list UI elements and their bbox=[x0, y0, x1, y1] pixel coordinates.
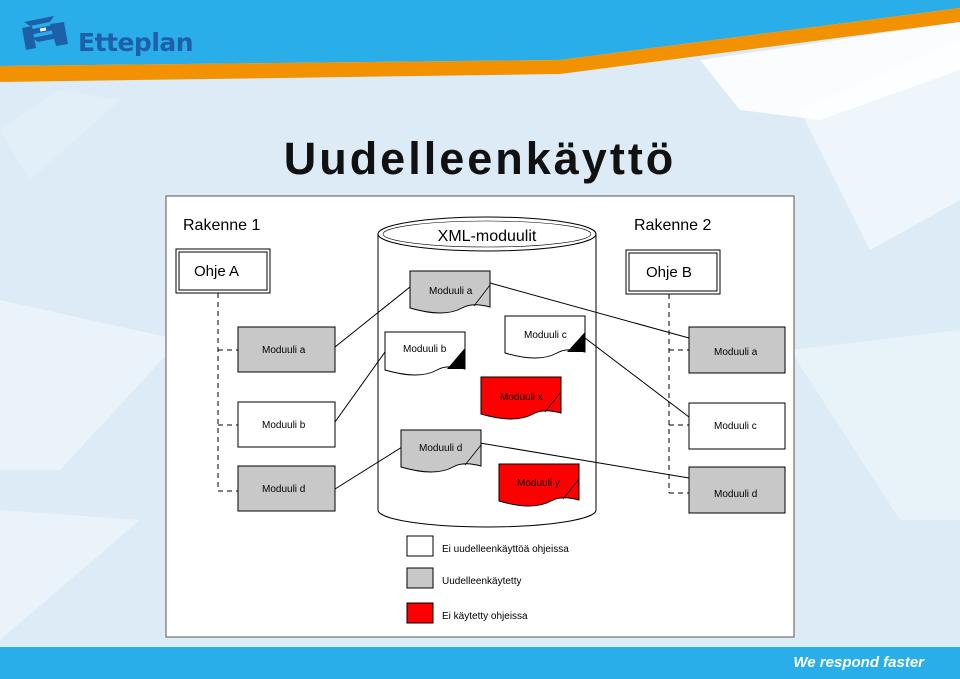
left-module-d-box bbox=[237, 465, 336, 512]
right-module-a-label: Moduuli a bbox=[714, 347, 758, 358]
logo-text: Etteplan bbox=[78, 28, 194, 57]
left-module-d-label: Moduuli d bbox=[262, 484, 305, 495]
right-module-c-box bbox=[688, 402, 786, 450]
right-tree-lines bbox=[668, 294, 689, 494]
right-module-a-box bbox=[688, 326, 786, 374]
legend-swatch-unused bbox=[406, 602, 434, 624]
left-module-b-box bbox=[237, 401, 336, 448]
repo-doc-moduuli-x-label: Moduuli x bbox=[500, 392, 543, 403]
legend-label-not-reused: Ei uudelleenkäyttöä ohjeissa bbox=[442, 544, 569, 555]
repository-title: XML-moduulit bbox=[438, 228, 537, 245]
repo-doc-moduuli-x bbox=[480, 376, 562, 420]
repo-doc-moduuli-y bbox=[498, 463, 580, 507]
repo-doc-moduuli-c-label: Moduuli c bbox=[524, 330, 567, 341]
repo-doc-moduuli-d bbox=[400, 429, 482, 473]
slide-title: Uudelleenkäyttö bbox=[283, 133, 677, 184]
repo-doc-moduuli-a-label: Moduuli a bbox=[429, 286, 473, 297]
repo-doc-moduuli-a bbox=[409, 270, 491, 314]
structure-right-heading: Rakenne 2 bbox=[634, 217, 711, 234]
structure-left-heading: Rakenne 1 bbox=[183, 217, 260, 234]
etteplan-logo-icon bbox=[22, 16, 68, 50]
repo-doc-moduuli-d-label: Moduuli d bbox=[419, 443, 462, 454]
repo-doc-moduuli-b-label: Moduuli b bbox=[403, 344, 447, 355]
connection-lines bbox=[334, 282, 690, 490]
left-module-a-box bbox=[237, 326, 336, 373]
legend-label-reused: Uudelleenkäytetty bbox=[442, 576, 522, 587]
left-module-b-label: Moduuli b bbox=[262, 420, 306, 431]
legend-swatch-not-reused bbox=[406, 535, 434, 557]
right-module-d-label: Moduuli d bbox=[714, 489, 757, 500]
left-tree-lines bbox=[217, 293, 238, 492]
legend-label-unused: Ei käytetty ohjeissa bbox=[442, 611, 528, 622]
left-module-a-label: Moduuli a bbox=[262, 345, 306, 356]
right-module-c-label: Moduuli c bbox=[714, 421, 757, 432]
root-label-ohje-b: Ohje B bbox=[646, 264, 692, 281]
footer-tagline: We respond faster bbox=[793, 654, 924, 671]
root-label-ohje-a: Ohje A bbox=[194, 263, 239, 280]
right-module-d-box bbox=[688, 466, 786, 514]
repo-doc-moduuli-y-label: Moduuli y bbox=[517, 478, 560, 489]
root-box-ohje-b bbox=[625, 249, 721, 295]
root-box-ohje-a bbox=[175, 248, 271, 294]
legend-swatch-reused bbox=[406, 567, 434, 589]
